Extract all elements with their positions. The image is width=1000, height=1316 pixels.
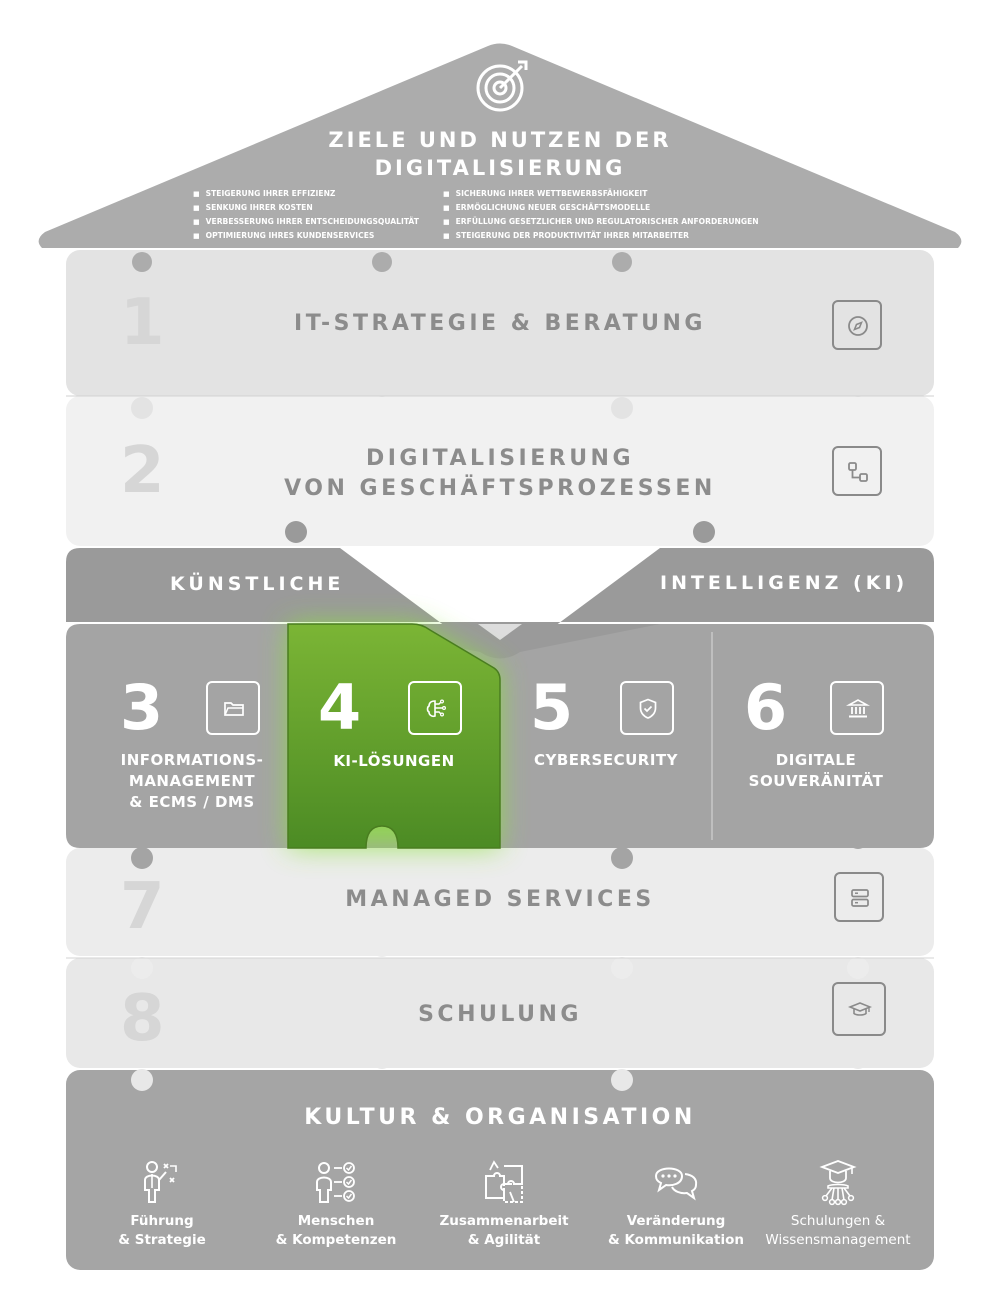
- pillar-3-label-line: MANAGEMENT: [128, 772, 256, 790]
- puzzle-hands-icon: [485, 1160, 523, 1203]
- row-7-shape: [66, 848, 934, 956]
- pillar-5-label-line: CYBERSECURITY: [533, 751, 679, 769]
- row-8-title[interactable]: SCHULUNG: [250, 1000, 750, 1030]
- ai-brain-icon[interactable]: [408, 681, 462, 735]
- row-1-title[interactable]: IT-STRATEGIE & BERATUNG: [250, 309, 750, 339]
- row-2-number: 2: [120, 434, 165, 508]
- roof-bullet: Sicherung Ihrer Wettbewerbsfähigkeit: [443, 187, 759, 201]
- row-2-shape: [66, 396, 934, 546]
- row-2-title-line1: DIGITALISIERUNG: [365, 446, 635, 471]
- roof-bullet: Steigerung Ihrer Effizienz: [193, 187, 419, 201]
- ki-band-right: INTELLIGENZ (KI): [660, 572, 909, 594]
- row-8-number: 8: [120, 982, 165, 1056]
- pillar-3-label-line: INFORMATIONS-: [120, 751, 264, 769]
- pillar-3-number: 3: [120, 671, 164, 744]
- culture-label-line2: Wissensmanagement: [765, 1232, 911, 1248]
- culture-label-line1: Führung: [130, 1213, 194, 1229]
- culture-label-line1: Zusammenarbeit: [439, 1213, 569, 1229]
- ki-band-shape: [66, 548, 934, 659]
- culture-shape: [66, 1070, 934, 1270]
- roof-title: ZIELE UND NUTZEN DER DIGITALISIERUNG: [250, 126, 750, 182]
- pillar-3-label[interactable]: INFORMATIONS- MANAGEMENT & ECMS / DMS: [100, 750, 284, 813]
- server-icon[interactable]: [834, 872, 884, 922]
- pillar-6-label-line: DIGITALE: [775, 751, 857, 769]
- row-7-number: 7: [120, 870, 165, 944]
- culture-item-schulungen[interactable]: Schulungen & Wissensmanagement: [758, 1158, 918, 1250]
- roof-title-line1: ZIELE UND NUTZEN DER: [328, 128, 672, 152]
- culture-item-fuehrung[interactable]: Führung & Strategie: [82, 1158, 242, 1250]
- culture-item-menschen[interactable]: Menschen & Kompetenzen: [256, 1158, 416, 1250]
- pillar-4-label[interactable]: KI-LÖSUNGEN: [300, 751, 488, 772]
- roof-bullet: Erfüllung gesetzlicher und regulatorisch…: [443, 215, 759, 229]
- pillar-5-label[interactable]: CYBERSECURITY: [520, 750, 692, 771]
- roof-bullets-left: Steigerung Ihrer Effizienz Senkung Ihrer…: [193, 187, 419, 243]
- pillar-4-number: 4: [318, 671, 362, 744]
- roof-title-line2: DIGITALISIERUNG: [374, 156, 626, 180]
- person-checklist-icon: [316, 1162, 355, 1203]
- pillar-4-label-line: KI-LÖSUNGEN: [333, 752, 455, 770]
- roof-bullet: Verbesserung Ihrer Entscheidungsqualität: [193, 215, 419, 229]
- culture-title: KULTUR & ORGANISATION: [304, 1105, 696, 1130]
- culture-label-line1: Menschen: [297, 1213, 375, 1229]
- pillar-5-number: 5: [530, 671, 574, 744]
- culture-item-veraenderung[interactable]: Veränderung & Kommunikation: [596, 1158, 756, 1250]
- ki-band-left: KÜNSTLICHE: [170, 573, 345, 595]
- roof-bullet: Senkung Ihrer Kosten: [193, 201, 419, 215]
- leader-strategy-icon: [144, 1161, 177, 1203]
- chat-bubbles-icon: [654, 1167, 698, 1201]
- row-8-shape: [66, 958, 934, 1068]
- roof-bullets-right: Sicherung Ihrer Wettbewerbsfähigkeit Erm…: [443, 187, 759, 243]
- ki-loesungen-tile[interactable]: [287, 623, 501, 849]
- culture-label-line1: Veränderung: [626, 1213, 726, 1229]
- culture-label-line2: & Kompetenzen: [275, 1232, 397, 1248]
- graduate-network-icon: [819, 1160, 857, 1206]
- folder-icon[interactable]: [206, 681, 260, 735]
- pillar-6-label-line: SOUVERÄNITÄT: [748, 772, 884, 790]
- culture-label-line1: Schulungen &: [790, 1213, 886, 1229]
- compass-icon[interactable]: [832, 300, 882, 350]
- row-2-title[interactable]: DIGITALISIERUNG VON GESCHÄFTSPROZESSEN: [250, 444, 750, 504]
- row-1-number: 1: [120, 286, 165, 360]
- pillar-6-number: 6: [744, 671, 788, 744]
- row-1-shape: [66, 250, 934, 396]
- process-icon[interactable]: [832, 446, 882, 496]
- culture-label-line2: & Strategie: [118, 1232, 206, 1248]
- institution-icon[interactable]: [830, 681, 884, 735]
- culture-label-line2: & Kommunikation: [607, 1232, 744, 1248]
- roof-bullet: Ermöglichung neuer Geschäftsmodelle: [443, 201, 759, 215]
- ki-band-center: ANWENDUNGEN & SOFTWARE: [400, 572, 600, 610]
- row-2-title-line2: VON GESCHÄFTSPROZESSEN: [284, 476, 716, 501]
- target-icon: [474, 60, 528, 114]
- pillar-6-label[interactable]: DIGITALE SOUVERÄNITÄT: [730, 750, 902, 792]
- culture-label-line2: & Agilität: [467, 1232, 541, 1248]
- pillar-3-label-line: & ECMS / DMS: [129, 793, 255, 811]
- ki-band-center-line1: ANWENDUNGEN: [430, 573, 570, 589]
- row-7-title[interactable]: MANAGED SERVICES: [250, 885, 750, 915]
- ki-band-center-line2: & SOFTWARE: [442, 592, 558, 608]
- row-7-title-line1: MANAGED SERVICES: [345, 887, 655, 912]
- roof-bullet: Steigerung der Produktivität Ihrer Mitar…: [443, 229, 759, 243]
- culture-item-zusammenarbeit[interactable]: Zusammenarbeit & Agilität: [424, 1158, 584, 1250]
- row-8-title-line1: SCHULUNG: [418, 1002, 582, 1027]
- graduation-cap-icon[interactable]: [832, 982, 886, 1036]
- shield-icon[interactable]: [620, 681, 674, 735]
- row-1-title-line1: IT-STRATEGIE & BERATUNG: [294, 311, 706, 336]
- roof-bullet: Optimierung Ihres Kundenservices: [193, 229, 419, 243]
